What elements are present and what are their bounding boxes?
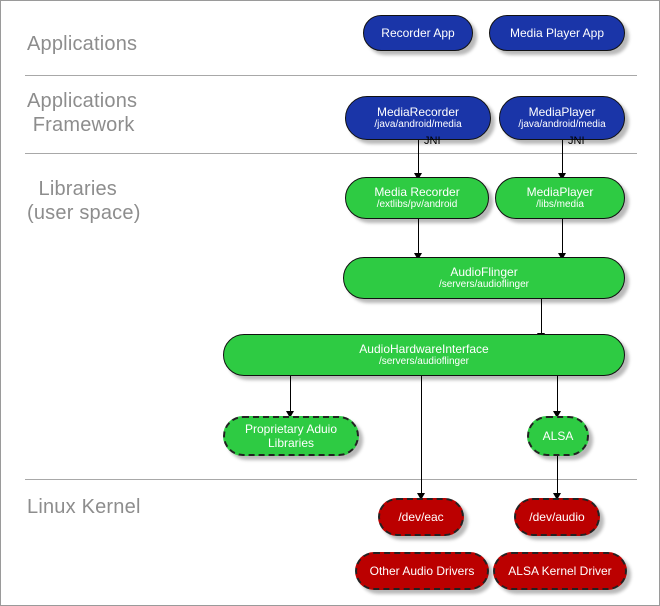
node-alsa-title: ALSA <box>542 429 574 443</box>
layer-label-applications-framework-line1: Applications <box>27 90 138 112</box>
node-mediarecorder-framework[interactable]: MediaRecorder /java/android/media <box>345 96 491 140</box>
node-audioflinger-title: AudioFlinger <box>450 265 518 279</box>
node-other-audio-drivers[interactable]: Other Audio Drivers <box>355 552 489 590</box>
node-proprietary-audio-libraries[interactable]: Proprietary Aduio Libraries <box>223 416 359 456</box>
node-mediaplayer-framework[interactable]: MediaPlayer /java/android/media <box>499 96 625 140</box>
node-recorder-app-title: Recorder App <box>381 26 455 40</box>
node-proprietary-audio-libraries-title-line1: Proprietary Aduio <box>244 422 338 436</box>
arrowhead-audiohardwareinterface-to-alsa <box>553 411 561 418</box>
node-audioflinger-path: /servers/audioflinger <box>438 279 530 290</box>
connector-audiohardwareinterface-to-proprietary <box>290 376 291 417</box>
node-media-player-library-path: /libs/media <box>536 199 584 210</box>
node-audioflinger[interactable]: AudioFlinger /servers/audioflinger <box>343 257 625 299</box>
divider-applications <box>25 75 637 76</box>
edge-label-jni-left: JNI <box>424 135 441 147</box>
node-mediarecorder-framework-title: MediaRecorder <box>376 105 460 119</box>
layer-label-applications: Applications <box>27 33 138 55</box>
divider-kernel <box>25 479 637 480</box>
node-mediarecorder-framework-path: /java/android/media <box>374 119 462 130</box>
node-recorder-app[interactable]: Recorder App <box>363 15 473 51</box>
layer-label-applications-framework-line2: Framework <box>27 114 135 136</box>
node-mediaplayer-framework-title: MediaPlayer <box>528 105 596 119</box>
node-dev-audio-title: /dev/audio <box>529 510 585 524</box>
node-media-recorder-library-path: /extlibs/pv/android <box>376 199 458 210</box>
node-other-audio-drivers-title: Other Audio Drivers <box>369 564 475 578</box>
divider-framework <box>25 153 637 154</box>
node-media-player-app[interactable]: Media Player App <box>489 15 625 51</box>
node-media-player-app-title: Media Player App <box>509 26 605 40</box>
arrowhead-audiohardwareinterface-to-proprietary <box>286 411 294 418</box>
node-media-player-library[interactable]: MediaPlayer /libs/media <box>495 177 625 219</box>
node-dev-eac[interactable]: /dev/eac <box>378 498 464 536</box>
connector-mediaplayer-jni <box>562 140 563 178</box>
connector-mediaplayer-to-audioflinger <box>562 219 563 259</box>
node-audiohardwareinterface-title: AudioHardwareInterface <box>359 342 489 356</box>
node-alsa-kernel-driver[interactable]: ALSA Kernel Driver <box>493 552 627 590</box>
layer-label-linux-kernel: Linux Kernel <box>27 496 141 518</box>
node-dev-audio[interactable]: /dev/audio <box>514 498 600 536</box>
node-mediaplayer-framework-path: /java/android/media <box>518 119 606 130</box>
edge-label-jni-right: JNI <box>568 135 585 147</box>
connector-alsa-to-dev-audio <box>557 456 558 497</box>
connector-mediarecorder-to-audioflinger <box>418 219 419 259</box>
connector-mediarecorder-jni <box>418 140 419 178</box>
node-proprietary-audio-libraries-title-line2: Libraries <box>267 436 315 450</box>
layer-label-libraries-line2: (user space) <box>27 202 141 224</box>
connector-audiohardwareinterface-to-dev-eac <box>421 376 422 497</box>
node-audiohardwareinterface[interactable]: AudioHardwareInterface /servers/audiofli… <box>223 334 625 376</box>
node-dev-eac-title: /dev/eac <box>398 510 444 524</box>
node-media-recorder-library-title: Media Recorder <box>374 185 460 199</box>
node-alsa[interactable]: ALSA <box>527 416 589 456</box>
node-audiohardwareinterface-path: /servers/audioflinger <box>378 356 470 367</box>
layer-label-libraries-line1: Libraries <box>27 178 118 200</box>
node-media-player-library-title: MediaPlayer <box>526 185 594 199</box>
arrowhead-alsa-to-dev-audio <box>553 493 561 500</box>
arrowhead-audiohardwareinterface-to-dev-eac <box>417 493 425 500</box>
node-media-recorder-library[interactable]: Media Recorder /extlibs/pv/android <box>345 177 489 219</box>
node-alsa-kernel-driver-title: ALSA Kernel Driver <box>508 564 612 578</box>
connector-audiohardwareinterface-to-alsa <box>557 376 558 417</box>
connector-audioflinger-to-audiohardwareinterface <box>541 299 542 339</box>
